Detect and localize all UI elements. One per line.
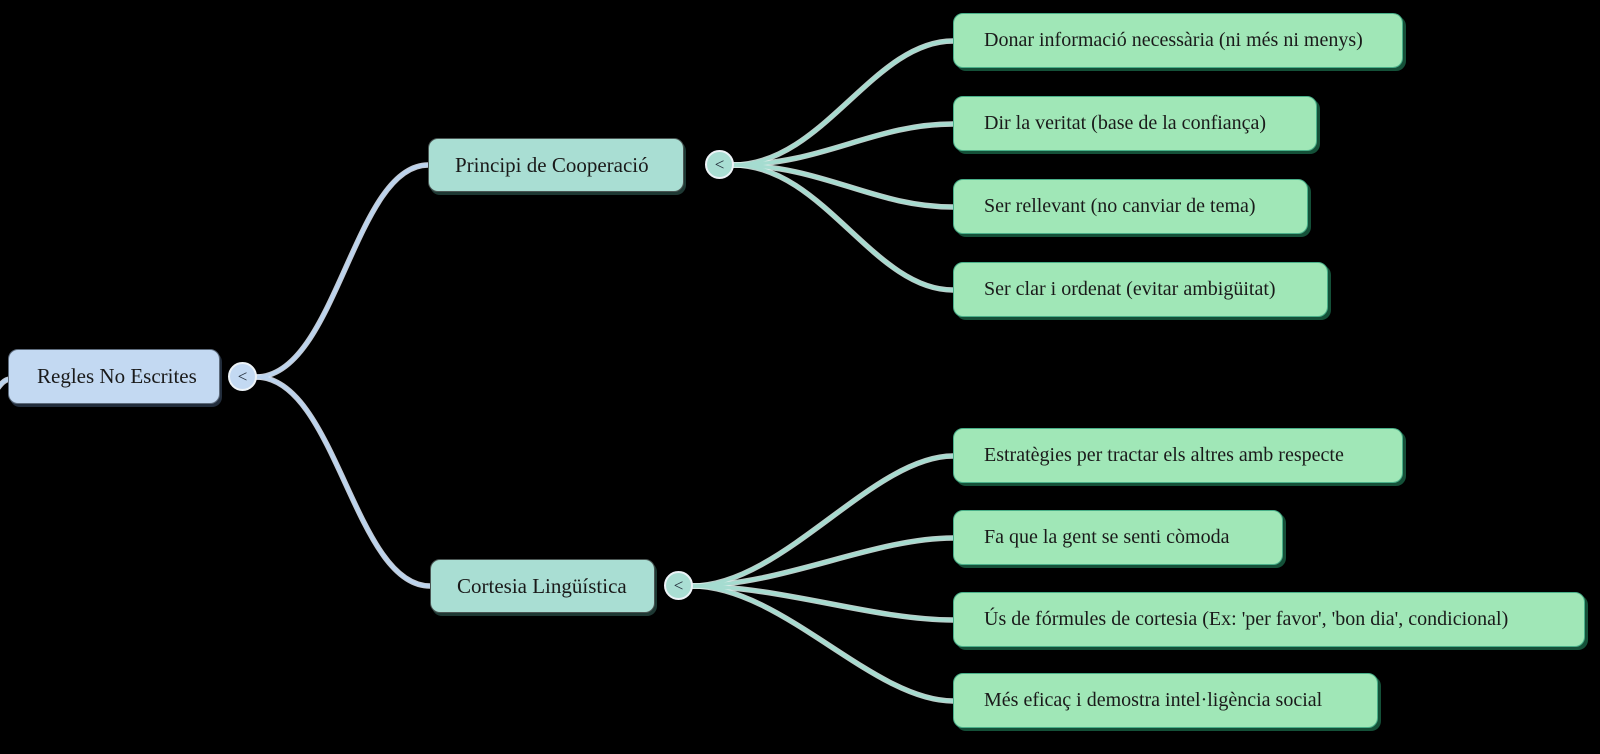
leaf-node[interactable]: Estratègies per tractar els altres amb r…: [953, 428, 1403, 483]
leaf-node-label: Ús de fórmules de cortesia (Ex: 'per fav…: [984, 608, 1509, 630]
edge-b2-l4: [690, 584, 955, 703]
leaf-node-label: Ser rellevant (no canviar de tema): [984, 195, 1256, 217]
branch2-collapse-toggle[interactable]: <: [664, 571, 693, 600]
edge-b2-l2: [690, 536, 955, 588]
edge-b1-l3: [731, 163, 955, 209]
edge-b1-l1: [731, 39, 955, 167]
edge-root-branch2: [254, 375, 432, 588]
leaf-node-label: Dir la veritat (base de la confiança): [984, 112, 1267, 134]
leaf-node[interactable]: Ús de fórmules de cortesia (Ex: 'per fav…: [953, 592, 1585, 647]
leaf-node-label: Fa que la gent se senti còmoda: [984, 526, 1230, 548]
leaf-node[interactable]: Donar informació necessària (ni més ni m…: [953, 13, 1403, 68]
leaf-node[interactable]: Ser rellevant (no canviar de tema): [953, 179, 1308, 234]
leaf-node[interactable]: Més eficaç i demostra intel·ligència soc…: [953, 673, 1378, 728]
root-collapse-toggle[interactable]: <: [228, 362, 257, 391]
collapse-icon: <: [673, 576, 684, 595]
collapse-icon: <: [237, 367, 248, 386]
leaf-node[interactable]: Dir la veritat (base de la confiança): [953, 96, 1317, 151]
root-node[interactable]: Regles No Escrites: [8, 349, 220, 404]
edge-root-branch1-casing: [253, 162, 431, 380]
leaf-node[interactable]: Fa que la gent se senti còmoda: [953, 510, 1283, 565]
leaf-node-label: Donar informació necessària (ni més ni m…: [984, 29, 1363, 51]
edge-b2-l1-casing: [689, 453, 956, 589]
leaf-node-label: Ser clar i ordenat (evitar ambigüitat): [984, 278, 1276, 300]
leaf-node-label: Estratègies per tractar els altres amb r…: [984, 444, 1344, 466]
root-node-label: Regles No Escrites: [37, 364, 197, 388]
branch1-collapse-toggle[interactable]: <: [705, 150, 734, 179]
collapse-icon: <: [714, 155, 725, 174]
leaf-node-label: Més eficaç i demostra intel·ligència soc…: [984, 689, 1323, 711]
edge-b2-l3: [690, 584, 955, 622]
branch-node-label: Principi de Cooperació: [455, 152, 649, 177]
branch-node-principi-de-cooperacio[interactable]: Principi de Cooperació: [428, 138, 684, 192]
edge-root-branch1: [254, 163, 430, 379]
edge-b2-l1: [690, 454, 955, 588]
branch-node-label: Cortesia Lingüística: [457, 573, 627, 598]
edge-b1-l2: [731, 122, 955, 167]
edge-root-stub: [0, 377, 12, 388]
edge-b1-l4: [731, 163, 955, 292]
leaf-node[interactable]: Ser clar i ordenat (evitar ambigüitat): [953, 262, 1328, 317]
branch-node-cortesia-linguistica[interactable]: Cortesia Lingüística: [430, 559, 655, 613]
